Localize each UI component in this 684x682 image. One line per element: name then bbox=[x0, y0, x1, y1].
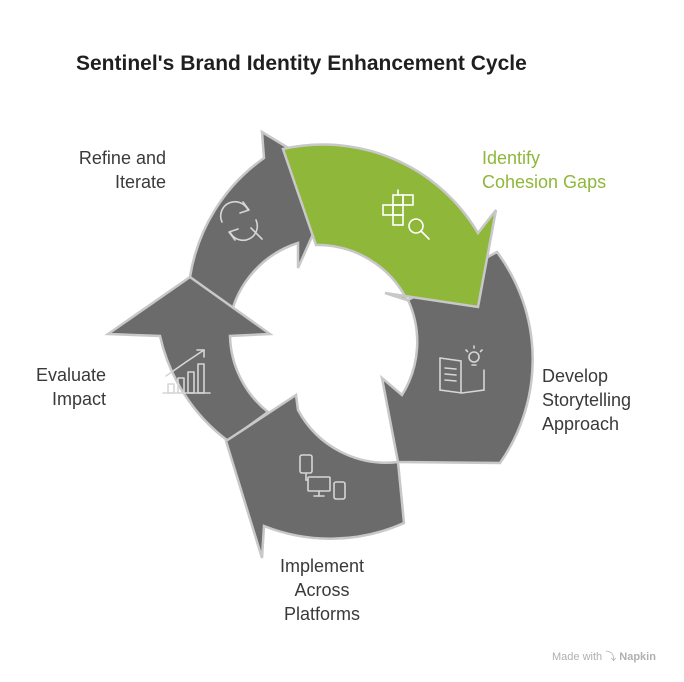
segment-evaluate-impact[interactable] bbox=[104, 275, 274, 443]
book-lightbulb-icon bbox=[439, 345, 485, 394]
watermark-prefix: Made with bbox=[552, 651, 603, 663]
refresh-search-icon bbox=[219, 200, 263, 242]
step-label-implement: Implement Across Platforms bbox=[279, 556, 365, 624]
growth-chart-icon bbox=[162, 349, 211, 394]
page-title: Sentinel's Brand Identity Enhancement Cy… bbox=[76, 52, 527, 75]
devices-icon bbox=[299, 454, 346, 500]
step-label-evaluate: Evaluate Impact bbox=[35, 365, 106, 409]
step-label-identify: Identify Cohesion Gaps bbox=[482, 148, 607, 192]
segment-identify-gaps[interactable] bbox=[281, 143, 498, 309]
watermark-brand: Napkin bbox=[619, 651, 656, 663]
step-label-refine: Refine and Iterate bbox=[78, 148, 166, 192]
step-label-develop: Develop Storytelling Approach bbox=[542, 366, 632, 434]
grid-search-icon bbox=[382, 189, 430, 240]
watermark: Made with ⤵ Napkin bbox=[552, 648, 656, 664]
segment-develop-storytelling[interactable] bbox=[380, 250, 534, 465]
napkin-logo-icon: ⤵ bbox=[605, 651, 617, 663]
